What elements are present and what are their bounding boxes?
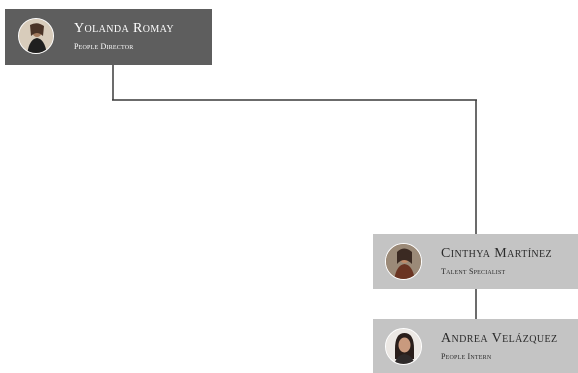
org-node-intern[interactable]: Andrea Velázquez People Intern — [373, 319, 578, 373]
person-photo-icon — [385, 243, 422, 280]
node-role: People Director — [74, 42, 134, 51]
node-role: People Intern — [441, 352, 492, 361]
person-photo-icon — [18, 18, 54, 54]
node-name: Yolanda Romay — [74, 21, 175, 36]
node-role: Talent Specialist — [441, 267, 506, 276]
node-name: Andrea Velázquez — [441, 331, 558, 346]
org-node-specialist[interactable]: Cinthya Martínez Talent Specialist — [373, 234, 578, 289]
org-node-director[interactable]: Yolanda Romay People Director — [5, 9, 212, 65]
node-name: Cinthya Martínez — [441, 246, 553, 261]
person-photo-icon — [385, 328, 422, 365]
